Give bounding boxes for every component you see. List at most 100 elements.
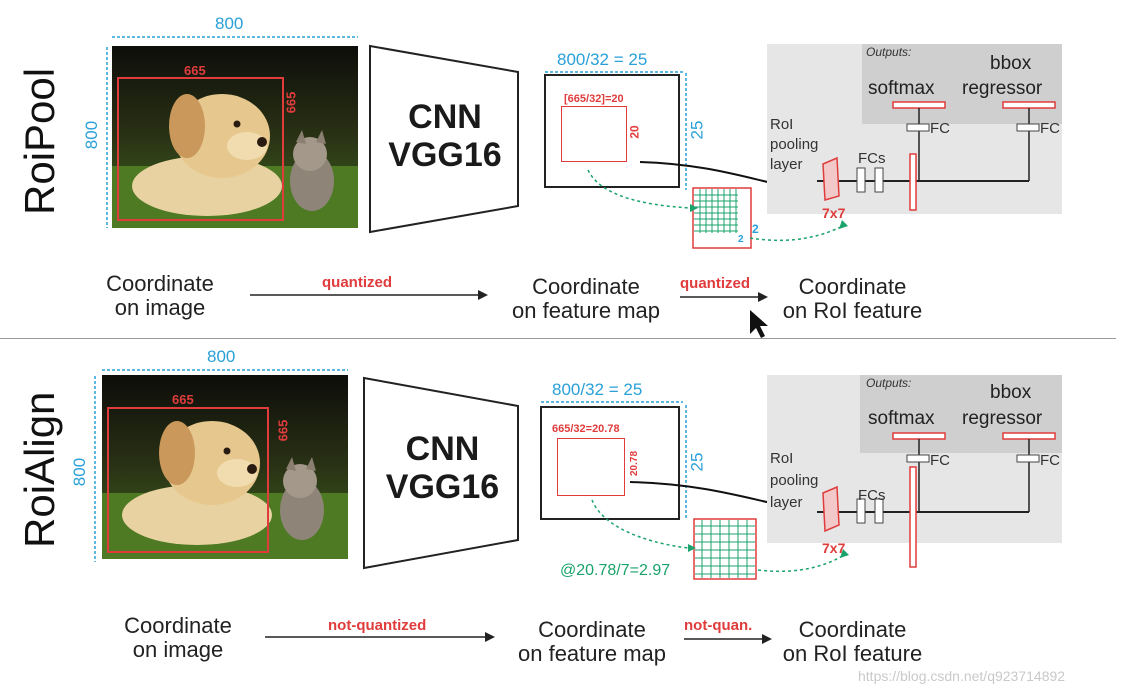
- coord-on-image-line2: on image: [114, 295, 206, 320]
- input-image-puppy-kitten-2: [102, 375, 348, 559]
- roi-pool-line3: layer: [770, 156, 803, 173]
- image-width-dimension: [112, 36, 358, 38]
- feature-roi-width-label-2: 665/32=20.78: [552, 423, 620, 435]
- fc1-label: FC: [930, 120, 950, 137]
- fc2-label: FC: [1040, 120, 1060, 137]
- feature-map-box-2: [540, 406, 680, 520]
- roi-pool-2-line1: RoI: [770, 450, 794, 467]
- cnn-label-line1: CNN: [408, 98, 482, 136]
- quantized-arrow2-label: quantized: [680, 275, 750, 292]
- roi-pool-line1: RoI: [770, 116, 794, 133]
- feature-map-height-dimension: [685, 73, 687, 190]
- outputs-label: Outputs:: [866, 45, 912, 59]
- roi-box-width-label-2: 665: [172, 392, 194, 407]
- coord-on-roi-feature: Coordinate on RoI feature: [760, 275, 945, 323]
- regressor-label-2: regressor: [962, 408, 1043, 429]
- feature-map-side-label-2: 25: [687, 452, 707, 472]
- section-label-roialign: RoiAlign: [16, 391, 63, 548]
- coord-on-roi-feature-line1: Coordinate: [798, 274, 907, 299]
- flow-arrow-2: [680, 292, 768, 302]
- cnn-label-line2: VGG16: [388, 136, 502, 174]
- flow-arrow-1: [250, 290, 488, 300]
- image-height-dimension-2: [94, 376, 96, 562]
- roi-box-width-label: 665: [184, 63, 206, 78]
- feature-roi-box-2: [557, 438, 625, 496]
- feature-map-size-label: 800/32 = 25: [557, 50, 648, 69]
- regressor-label: regressor: [962, 78, 1043, 99]
- image-width-label-2: 800: [207, 347, 236, 366]
- coord-on-roi-feature-2-line1: Coordinate: [798, 617, 907, 642]
- watermark-text: https://blog.csdn.net/q923714892: [858, 668, 1066, 684]
- not-quan-arrow2-label: not-quan.: [684, 617, 753, 634]
- pool-size-label: 7x7: [822, 205, 846, 221]
- input-image-puppy-kitten: [112, 46, 358, 228]
- feature-roi-height-label: 20: [627, 125, 642, 139]
- cnn-label-2-line1: CNN: [405, 430, 480, 468]
- roi-pooling-layer-label: RoI pooling layer: [770, 115, 818, 175]
- fcs-label: FCs: [858, 150, 886, 167]
- fcs-label-2: FCs: [858, 487, 886, 504]
- coord-on-feature-map-line1: Coordinate: [532, 274, 640, 299]
- coord-on-image: Coordinate on image: [100, 272, 220, 320]
- grid-cell-label-b: 2: [738, 234, 744, 245]
- roi-box-height-label: 665: [283, 91, 299, 114]
- feature-map-width-dimension-2: [541, 401, 683, 403]
- coord-on-feature-map: Coordinate on feature map: [486, 275, 686, 323]
- feature-map-side-label: 25: [687, 120, 707, 140]
- coord-on-feature-map-line2: on feature map: [512, 298, 660, 323]
- feature-map-height-dimension-2: [685, 405, 687, 520]
- roi-pool-2-line3: layer: [770, 494, 803, 511]
- roi-pool-2-line2: pooling: [770, 472, 819, 489]
- fc2-label-2: FC: [1040, 452, 1060, 469]
- grid-bin-size-note: @20.78/7=2.97: [560, 562, 671, 579]
- roi-sampling-grid: [692, 187, 752, 249]
- head-network-lines: [817, 101, 1056, 211]
- fc1-label-2: FC: [930, 452, 950, 469]
- flow-arrow-3: [265, 632, 495, 642]
- image-height-dimension: [106, 47, 108, 228]
- roi-pooling-layer-label-2: RoI pooling layer: [770, 448, 818, 514]
- flow-arrow-4: [684, 634, 772, 644]
- cnn-label: CNN VGG16: [375, 98, 515, 174]
- section-label-roipool: RoiPool: [16, 67, 63, 215]
- coord-on-feature-map-2-line1: Coordinate: [538, 617, 646, 642]
- cnn-trapezoid: [369, 44, 519, 234]
- not-quantized-arrow1-label: not-quantized: [328, 617, 427, 634]
- section-divider: [0, 338, 1116, 339]
- image-height-label-2: 800: [70, 457, 90, 487]
- cnn-label-2-line2: VGG16: [385, 468, 500, 506]
- roi-pool-line2: pooling: [770, 136, 819, 153]
- image-width-label: 800: [215, 14, 244, 33]
- coord-on-image-2-line1: Coordinate: [124, 613, 232, 638]
- feature-map-width-dimension: [545, 71, 683, 73]
- roi-box-height-label-2: 665: [275, 419, 291, 442]
- pool-size-label-2: 7x7: [822, 540, 846, 556]
- roi-sampling-grid-2: [693, 518, 757, 580]
- grid-cell-label-a: 2: [752, 222, 759, 236]
- coord-on-image-2-line2: on image: [132, 637, 224, 662]
- softmax-label-2: softmax: [868, 408, 935, 429]
- cnn-label-2: CNN VGG16: [370, 430, 515, 506]
- coord-on-roi-feature-2-line2: on RoI feature: [782, 641, 923, 666]
- coord-on-roi-feature-line2: on RoI feature: [782, 298, 923, 323]
- quantized-arrow1-label: quantized: [322, 274, 392, 291]
- coord-on-feature-map-2-line2: on feature map: [518, 641, 666, 666]
- feature-roi-width-label: [665/32]=20: [564, 93, 624, 105]
- feature-map-size-label-2: 800/32 = 25: [552, 380, 643, 399]
- head-network-lines-2: [817, 432, 1056, 568]
- feature-map-box: [544, 74, 680, 188]
- softmax-label: softmax: [868, 78, 935, 99]
- mouse-cursor-icon: [750, 310, 768, 338]
- feature-roi-box: [561, 106, 627, 162]
- cnn-trapezoid-2: [363, 376, 519, 570]
- outputs-label-2: Outputs:: [866, 376, 912, 390]
- image-width-dimension-2: [102, 369, 348, 371]
- coord-on-feature-map-2: Coordinate on feature map: [492, 618, 692, 666]
- bbox-label: bbox: [990, 53, 1032, 74]
- coord-on-roi-feature-2: Coordinate on RoI feature: [760, 618, 945, 666]
- image-height-label: 800: [82, 120, 102, 150]
- bbox-label-2: bbox: [990, 382, 1032, 403]
- coord-on-image-line1: Coordinate: [106, 271, 214, 296]
- coord-on-image-2: Coordinate on image: [118, 614, 238, 662]
